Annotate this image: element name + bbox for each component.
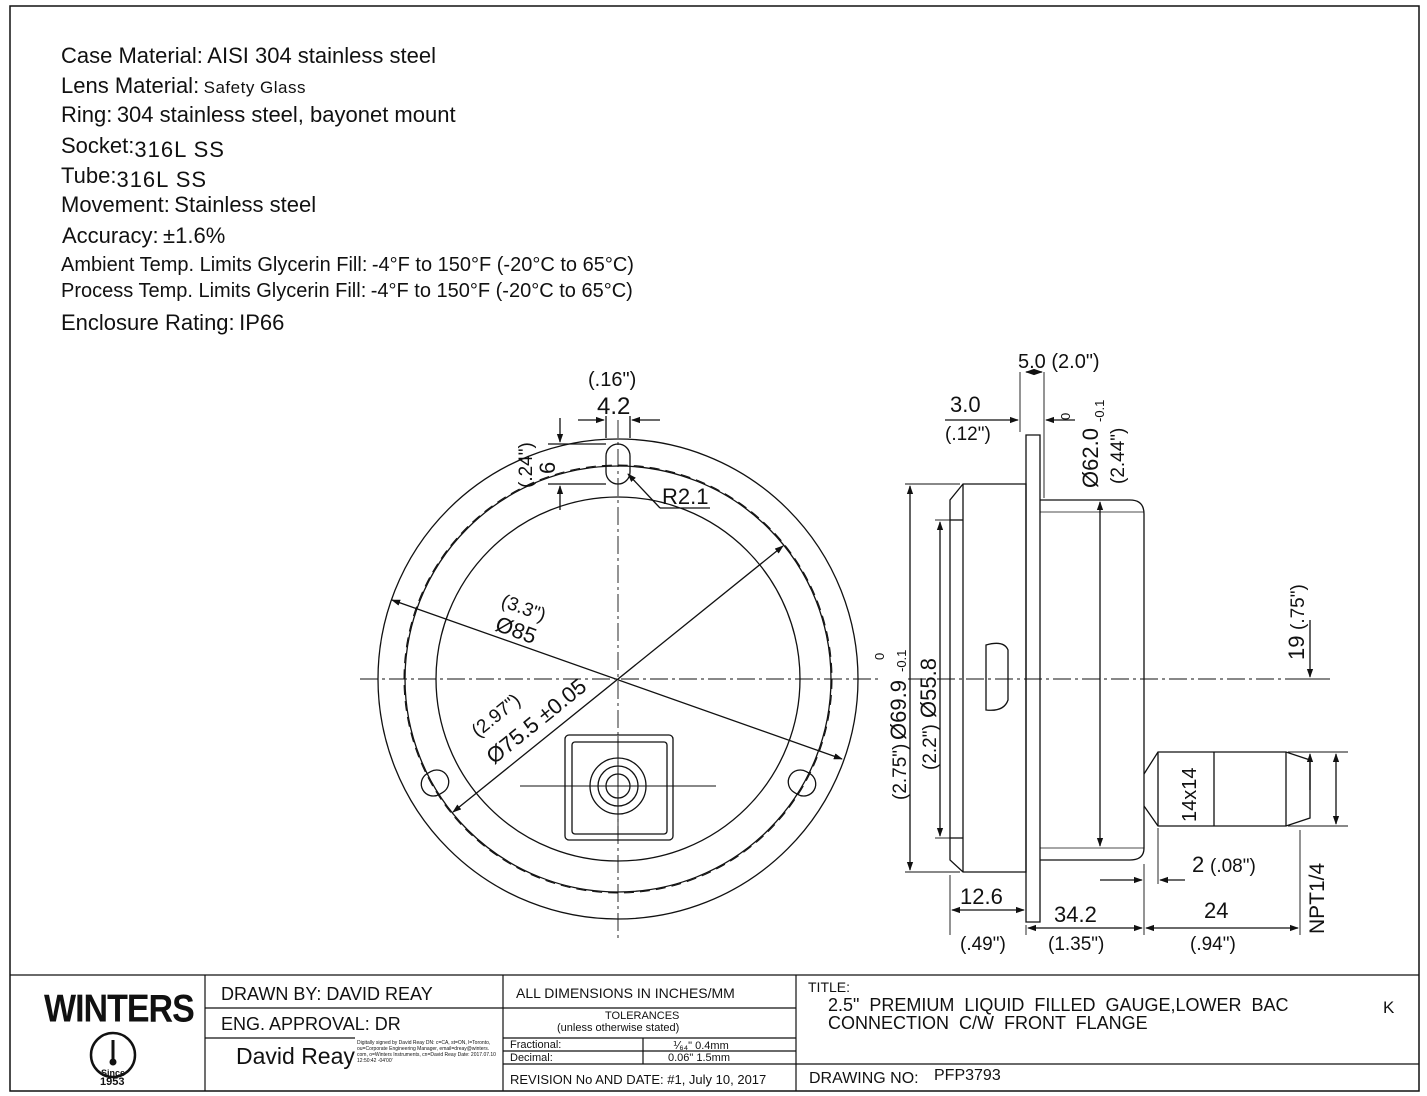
socket-square-outer xyxy=(564,734,674,841)
socket-len-in: (.94") xyxy=(1190,934,1236,955)
case-dia-in: (2.44") xyxy=(1108,428,1129,484)
step-dim-in: (.08") xyxy=(1210,856,1256,877)
title-label: TITLE: xyxy=(808,979,851,995)
spec-tube: Tube:316L SS xyxy=(61,163,208,192)
fractional-value: ⅟₆₄" 0.4mm xyxy=(673,1040,729,1052)
units-note: ALL DIMENSIONS IN INCHES/MM xyxy=(516,985,735,1001)
case-tol-lower: -0.1 xyxy=(1092,400,1107,422)
case-dia-mm: Ø62.0 xyxy=(1078,428,1103,488)
decimal-label: Decimal: xyxy=(510,1052,553,1064)
signature: David Reay xyxy=(236,1043,355,1069)
ring-dia-mm: Ø69.9 xyxy=(886,680,911,740)
socket-square-inner xyxy=(571,741,668,835)
ring-dia-in: (2.75") xyxy=(890,744,911,800)
spec-enclosure: Enclosure Rating: IP66 xyxy=(61,310,285,335)
spec-ambient-temp: Ambient Temp. Limits Glycerin Fill: -4°F… xyxy=(61,254,634,276)
socket-offset-mm: 19 xyxy=(1284,636,1309,660)
logo-wordmark: WINTERS xyxy=(44,987,195,1031)
front-flange xyxy=(1025,434,1041,923)
socket xyxy=(1143,751,1311,827)
logo-since: Since xyxy=(101,1068,126,1078)
drawing-no-label: DRAWING NO: xyxy=(809,1070,919,1087)
drawn-by: DRAWN BY: DAVID REAY xyxy=(221,984,433,1004)
case-tol-upper: 0 xyxy=(1058,413,1073,420)
depth-dim-mm: 34.2 xyxy=(1054,902,1097,927)
thread-dim: NPT1/4 xyxy=(1306,862,1329,934)
side-view xyxy=(905,368,1348,935)
title-line-2: CONNECTION C/W FRONT FLANGE xyxy=(828,1013,1148,1033)
front-dim-in: (.49") xyxy=(960,934,1006,955)
step-dim-mm: 2 xyxy=(1192,852,1204,877)
decimal-value: 0.06" 1.5mm xyxy=(668,1052,730,1064)
hex-dim: 14x14 xyxy=(1179,768,1201,823)
depth-dim-in: (1.35") xyxy=(1048,934,1104,955)
front-dim-mm: 12.6 xyxy=(960,884,1003,909)
front-view xyxy=(360,416,878,940)
revision: REVISION No AND DATE: #1, July 10, 2017 xyxy=(510,1072,767,1087)
mounting-slot-right xyxy=(787,769,817,797)
top-total-dim: 5.0 (2.0") xyxy=(1018,351,1100,373)
bezel-ring xyxy=(949,483,1027,873)
logo-year: 1953 xyxy=(100,1076,125,1088)
eng-approval: ENG. APPROVAL: DR xyxy=(221,1014,401,1034)
signature-note: Digitally signed by David Reay DN: c=CA,… xyxy=(357,1040,496,1064)
socket-offset-in: (.75") xyxy=(1288,584,1309,630)
ring-tol-lower: -0.1 xyxy=(894,650,909,672)
mounting-slot-left xyxy=(420,769,450,797)
spec-process-temp: Process Temp. Limits Glycerin Fill: -4°F… xyxy=(61,280,633,302)
tolerances-note: (unless otherwise stated) xyxy=(557,1022,680,1034)
fractional-label: Fractional: xyxy=(510,1039,562,1051)
spec-ring: Ring: 304 stainless steel, bayonet mount xyxy=(61,102,456,127)
title-suffix: K xyxy=(1383,998,1395,1017)
spec-case-material: Case Material: AISI 304 stainless steel xyxy=(61,43,436,68)
offset-dim-mm: 6 xyxy=(535,462,560,474)
hole-dim-in: (.16") xyxy=(588,369,636,391)
sheet-border xyxy=(9,5,1420,1092)
spec-socket: Socket:316L SS xyxy=(61,133,225,162)
spec-accuracy: Accuracy: ±1.6% xyxy=(62,223,226,248)
spec-movement: Movement: Stainless steel xyxy=(61,192,317,217)
bolt-circle-line xyxy=(452,545,784,813)
spec-lens-material: Lens Material: Safety Glass xyxy=(61,73,307,98)
socket-len-mm: 24 xyxy=(1204,898,1228,923)
drawing-no: PFP3793 xyxy=(934,1067,1001,1084)
case-body xyxy=(1040,499,1145,861)
ring-tol-upper: 0 xyxy=(872,653,887,660)
offset-dim-in: (.24") xyxy=(516,442,537,488)
lip-dim-in: (.12") xyxy=(945,424,991,445)
hole-dim-mm: 4.2 xyxy=(597,393,630,420)
tolerances-heading: TOLERANCES xyxy=(605,1010,680,1022)
window-dia-in: (2.2") xyxy=(920,724,941,770)
window-dia-mm: Ø55.8 xyxy=(916,658,941,718)
title-block-grid xyxy=(10,974,1419,1091)
winters-logo-dial xyxy=(89,1031,137,1079)
radius-dim: R2.1 xyxy=(662,484,708,509)
title-line-1: 2.5" PREMIUM LIQUID FILLED GAUGE,LOWER B… xyxy=(828,995,1289,1015)
lip-dim-mm: 3.0 xyxy=(950,392,981,417)
